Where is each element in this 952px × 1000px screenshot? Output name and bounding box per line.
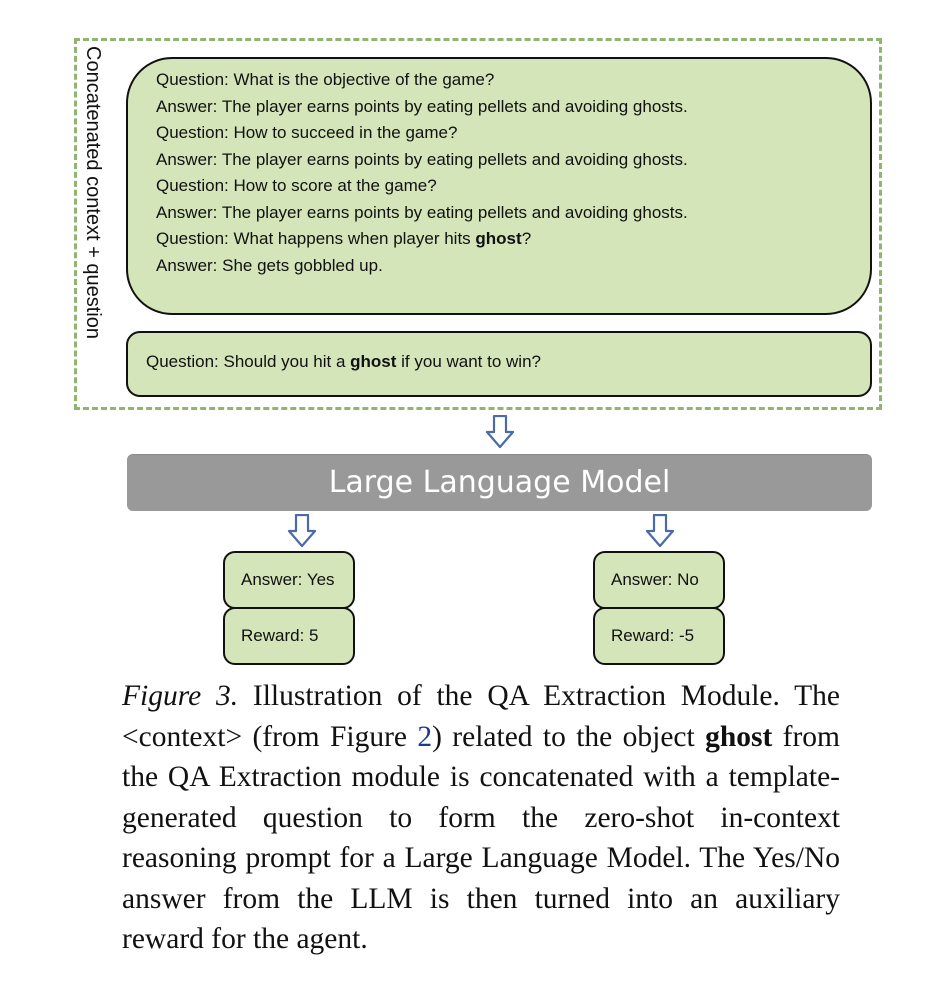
ghost-keyword: ghost bbox=[475, 229, 522, 248]
figure-caption: Figure 3. Illustration of the QA Extract… bbox=[122, 680, 841, 955]
ghost-keyword: ghost bbox=[350, 352, 397, 371]
answer-no-box: Answer: No bbox=[593, 551, 725, 609]
context-frame bbox=[74, 38, 882, 410]
down-arrow-icon bbox=[485, 415, 515, 449]
context-line: Answer: She gets gobbled up. bbox=[156, 255, 383, 275]
context-line: Answer: The player earns points by eatin… bbox=[156, 96, 688, 116]
context-line: Answer: The player earns points by eatin… bbox=[156, 202, 688, 222]
llm-box: Large Language Model bbox=[127, 454, 872, 511]
context-line: Question: How to succeed in the game? bbox=[156, 123, 458, 142]
figure-label: Figure 3. bbox=[122, 680, 239, 712]
down-arrow-icon bbox=[287, 514, 317, 548]
side-label: Concatenated context + question bbox=[82, 46, 104, 339]
reward-no-box: Reward: -5 bbox=[593, 607, 725, 665]
down-arrow-icon bbox=[645, 514, 675, 548]
context-line: Question: How to score at the game? bbox=[156, 176, 437, 195]
question-box: Question: Should you hit a ghost if you … bbox=[126, 331, 872, 397]
answer-yes-box: Answer: Yes bbox=[223, 551, 355, 609]
context-box: Question: What is the objective of the g… bbox=[126, 57, 872, 315]
figure-ref-link[interactable]: 2 bbox=[417, 720, 433, 753]
reward-yes-box: Reward: 5 bbox=[223, 607, 355, 665]
context-line: Question: What is the objective of the g… bbox=[156, 70, 495, 89]
context-line: Question: What happens when player hits … bbox=[156, 229, 532, 248]
context-line: Answer: The player earns points by eatin… bbox=[156, 149, 688, 169]
